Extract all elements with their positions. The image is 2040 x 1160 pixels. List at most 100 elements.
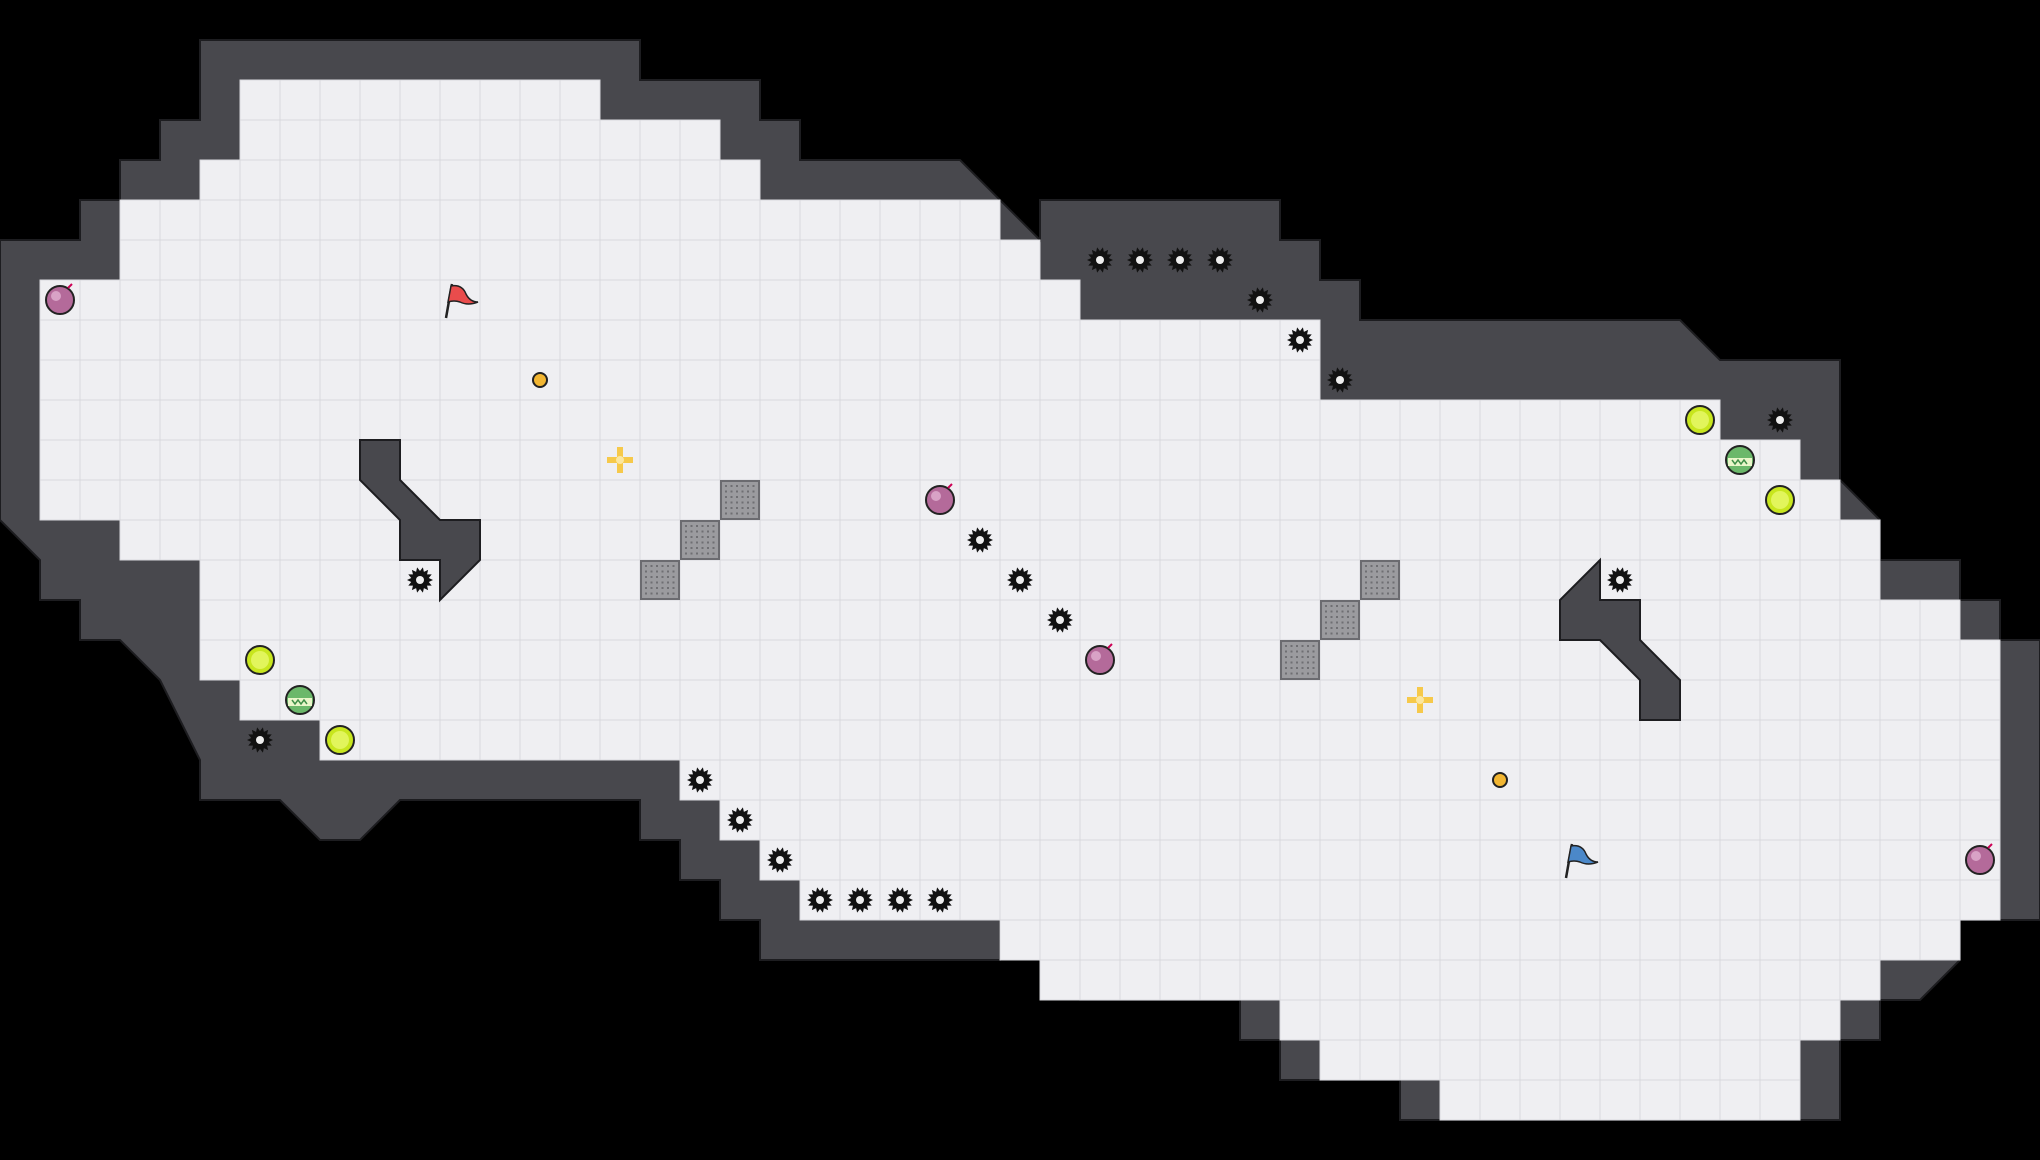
floor-tile — [599, 679, 641, 721]
powerup-icon[interactable] — [1725, 445, 1755, 475]
boost-icon[interactable] — [1685, 405, 1715, 435]
floor-tile — [719, 159, 761, 201]
floor-tile — [1559, 759, 1601, 801]
flag-icon[interactable] — [444, 283, 479, 319]
floor-tile — [1319, 999, 1361, 1041]
floor-tile — [1319, 559, 1361, 601]
bomb-icon[interactable] — [45, 283, 75, 315]
floor-tile — [639, 679, 681, 721]
spike-icon — [887, 887, 913, 913]
floor-tile — [439, 479, 481, 521]
floor-tile — [639, 399, 681, 441]
floor-tile — [959, 639, 1001, 681]
floor-tile — [1239, 399, 1281, 441]
floor-tile — [1199, 559, 1241, 601]
floor-tile — [999, 839, 1041, 881]
floor-tile — [879, 199, 921, 241]
floor-tile — [1159, 719, 1201, 761]
floor-tile — [479, 279, 521, 321]
floor-tile — [679, 599, 721, 641]
floor-tile — [879, 239, 921, 281]
coin-icon[interactable] — [532, 372, 548, 388]
floor-tile — [1159, 919, 1201, 961]
floor-tile — [519, 719, 561, 761]
floor-tile — [1199, 879, 1241, 921]
powerup-icon[interactable] — [285, 685, 315, 715]
floor-tile — [599, 199, 641, 241]
floor-tile — [1559, 799, 1601, 841]
floor-tile — [1759, 999, 1801, 1041]
floor-tile — [399, 79, 441, 121]
floor-tile — [1919, 839, 1961, 881]
floor-tile — [1159, 879, 1201, 921]
floor-tile — [1279, 919, 1321, 961]
floor-tile — [519, 639, 561, 681]
floor-tile — [1079, 879, 1121, 921]
boost-icon[interactable] — [1765, 485, 1795, 515]
floor-tile — [999, 879, 1041, 921]
floor-tile — [1399, 599, 1441, 641]
floor-tile — [1919, 639, 1961, 681]
floor-tile — [679, 559, 721, 601]
floor-tile — [1519, 839, 1561, 881]
coin-icon[interactable] — [1492, 772, 1508, 788]
floor-tile — [1039, 479, 1081, 521]
floor-tile — [1639, 839, 1681, 881]
floor-tile — [719, 399, 761, 441]
floor-tile — [679, 679, 721, 721]
floor-tile — [1359, 919, 1401, 961]
flag-icon[interactable] — [1564, 843, 1599, 879]
floor-tile — [679, 199, 721, 241]
floor-tile — [559, 599, 601, 641]
floor-tile — [1639, 439, 1681, 481]
floor-tile — [1359, 479, 1401, 521]
floor-tile — [479, 399, 521, 441]
floor-tile — [559, 399, 601, 441]
floor-tile — [1239, 919, 1281, 961]
floor-tile — [1559, 999, 1601, 1041]
bomb-icon[interactable] — [1085, 643, 1115, 675]
floor-tile — [1079, 679, 1121, 721]
floor-tile — [679, 479, 721, 521]
bomb-icon[interactable] — [1965, 843, 1995, 875]
floor-tile — [799, 519, 841, 561]
floor-tile — [1559, 1079, 1601, 1121]
portal-icon[interactable] — [1407, 687, 1433, 713]
floor-tile — [239, 119, 281, 161]
floor-tile — [1439, 479, 1481, 521]
floor-tile — [999, 439, 1041, 481]
boost-icon[interactable] — [325, 725, 355, 755]
floor-tile — [1679, 919, 1721, 961]
floor-tile — [1079, 759, 1121, 801]
floor-tile — [1079, 359, 1121, 401]
bomb-icon[interactable] — [925, 483, 955, 515]
floor-tile — [1399, 879, 1441, 921]
floor-tile — [679, 399, 721, 441]
floor-tile — [239, 399, 281, 441]
floor-tile — [799, 239, 841, 281]
floor-tile — [1039, 559, 1081, 601]
floor-tile — [799, 799, 841, 841]
floor-tile — [479, 119, 521, 161]
floor-tile — [1119, 479, 1161, 521]
floor-tile — [1799, 919, 1841, 961]
floor-tile — [1479, 1079, 1521, 1121]
floor-tile — [1599, 679, 1641, 721]
floor-tile — [519, 599, 561, 641]
floor-tile — [1239, 719, 1281, 761]
floor-tile — [1879, 919, 1921, 961]
floor-tile — [1639, 999, 1681, 1041]
floor-tile — [1239, 879, 1281, 921]
floor-tile — [919, 719, 961, 761]
floor-tile — [599, 319, 641, 361]
floor-tile — [1479, 479, 1521, 521]
floor-tile — [919, 799, 961, 841]
spike-icon — [1087, 247, 1113, 273]
floor-tile — [239, 279, 281, 321]
floor-tile — [279, 479, 321, 521]
floor-tile — [1599, 719, 1641, 761]
portal-icon[interactable] — [607, 447, 633, 473]
boost-icon[interactable] — [245, 645, 275, 675]
floor-tile — [1399, 519, 1441, 561]
floor-tile — [1199, 679, 1241, 721]
